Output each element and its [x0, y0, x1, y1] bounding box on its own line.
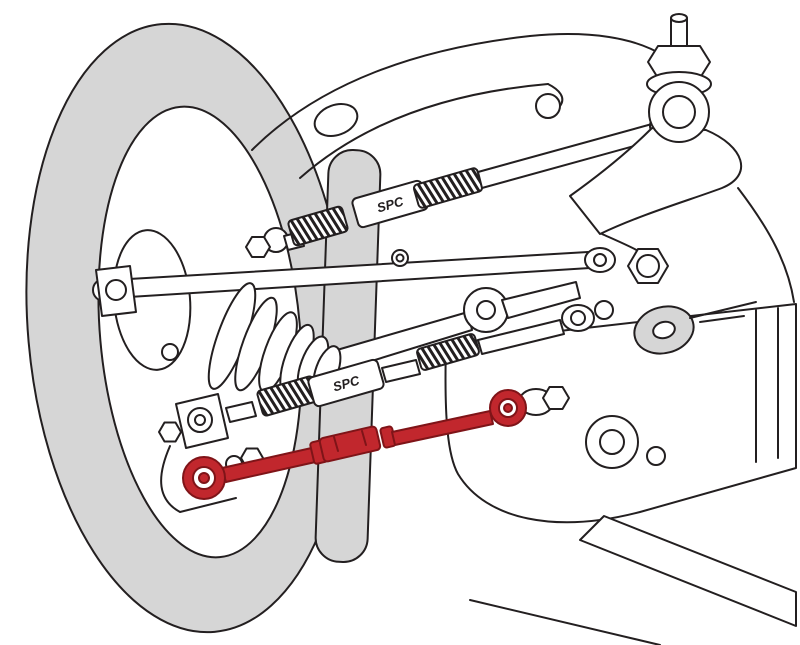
brake-rotor — [25, 22, 351, 634]
ball-joint-housing — [648, 81, 710, 143]
brand-mark-middle: SPC — [331, 372, 361, 394]
red-arm-adjuster — [318, 425, 382, 463]
toe-link-threads — [412, 167, 484, 209]
brand-mark-upper: SPC — [375, 193, 405, 215]
pivot-bolts — [627, 248, 757, 355]
red-arm-bolt — [542, 386, 570, 410]
bracket-plate — [444, 303, 797, 524]
cv-axle-boot — [207, 249, 581, 395]
upper-frame — [251, 33, 665, 179]
upright-ball-joint — [569, 13, 795, 303]
subframe-bracket — [444, 303, 797, 645]
red-arm-shaft-right — [391, 410, 494, 446]
middle-link-rod — [477, 319, 565, 355]
toe-link-bushing-sleeve — [287, 205, 349, 247]
highlighted-adjustable-arm — [182, 386, 570, 500]
middle-link-threads — [416, 333, 480, 371]
frame-bolt — [535, 93, 561, 119]
middle-link-bolt — [158, 421, 182, 443]
upright-body — [569, 127, 742, 235]
lateral-link — [95, 247, 616, 317]
toe-link-bolt — [245, 236, 271, 258]
middle-link-adjuster-collar — [307, 358, 385, 408]
frame-bushing — [313, 103, 359, 137]
frame-rail — [579, 515, 797, 627]
